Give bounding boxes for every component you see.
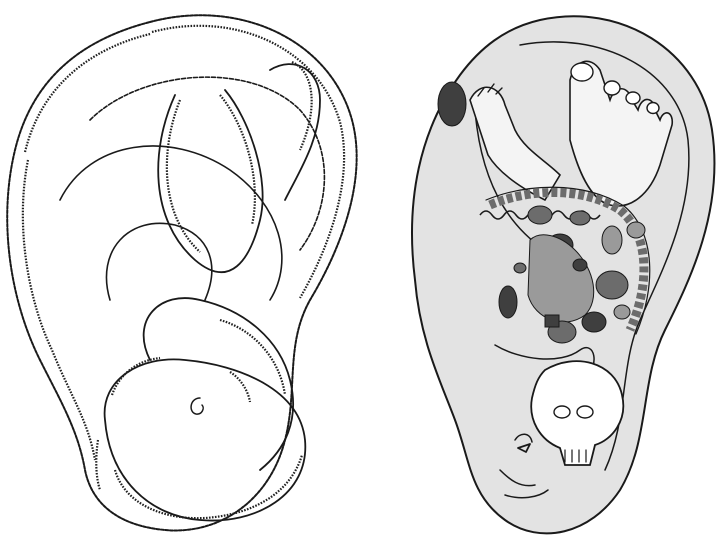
organ-dark-blob (438, 82, 466, 126)
ear-map (412, 16, 714, 533)
